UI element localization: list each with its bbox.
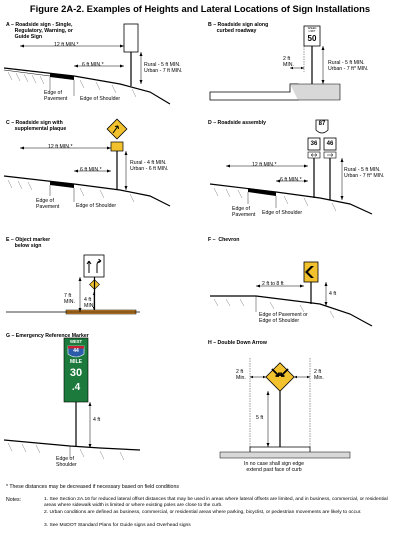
- panel-a-shoulder-offset: 6 ft MIN.*: [82, 62, 104, 68]
- marker-direction: WEST: [69, 339, 83, 344]
- panel-e-lower-height: 4 ft MIN.: [84, 297, 95, 309]
- interstate-shield: [67, 345, 85, 358]
- panel-c-shoulder-offset: 6 ft MIN.*: [80, 167, 102, 173]
- panel-c-caption: C – Roadside sign with supplemental plaq…: [6, 120, 67, 132]
- route-left-number: 36: [310, 141, 318, 147]
- note-1: 1. See Section 2A.16 for reduced lateral…: [44, 497, 388, 508]
- note-3: 3. See MoDOT Standard Plans for Guide si…: [44, 523, 191, 528]
- panel-d-diagram: [209, 119, 373, 215]
- footnote: * These distances may be decreased if ne…: [6, 484, 179, 490]
- panel-f-diagram: [210, 261, 373, 327]
- panel-h-caption: H – Double Down Arrow: [208, 340, 267, 346]
- panel-a-height-urban: Urban - 7 ft MIN.: [144, 68, 183, 74]
- panel-e-diagram: [6, 254, 140, 315]
- panel-c-offset: 12 ft MIN.*: [48, 144, 73, 150]
- panel-d-height-rural: Rural - 5 ft MIN.: [344, 167, 381, 173]
- panel-b-caption: B – Roadside sign along curbed roadway: [208, 22, 269, 34]
- route-top-number: 87: [318, 121, 326, 127]
- notes-label: Notes:: [6, 497, 21, 503]
- panel-c-height-rural: Rural - 4 ft MIN.: [130, 160, 167, 166]
- panel-f-caption: F – Chevron: [208, 237, 240, 243]
- panel-a-caption: A – Roadside sign - Single, Regulatory, …: [6, 22, 73, 40]
- route-shield-right: [323, 137, 337, 151]
- panel-c-diagram: [3, 118, 171, 207]
- panel-g-caption: G – Emergency Reference Marker: [6, 333, 89, 339]
- panel-f-edge: Edge of Pavement or Edge of Shoulder: [259, 312, 308, 324]
- panel-a-diagram: [3, 23, 172, 110]
- panel-g-height: 4 ft: [93, 417, 101, 423]
- panel-h-right-offset: 2 ft Min.: [314, 369, 324, 381]
- panel-e-upper-height: 7 ft MIN.: [64, 293, 75, 305]
- panel-g-diagram: [3, 337, 141, 461]
- panel-h-diagram: [219, 358, 351, 459]
- panel-d-edge-pavement: Edge of Pavement: [232, 206, 256, 218]
- note-2: 2. Urban conditions are defined as busin…: [44, 510, 362, 515]
- panel-c-edge-shoulder: Edge of Shoulder: [76, 203, 117, 209]
- panel-e-caption: E – Object marker below sign: [6, 237, 51, 249]
- route-shield-top: [315, 119, 329, 134]
- panel-h-left-offset: 2 ft Min.: [236, 369, 246, 381]
- panel-c-height-urban: Urban - 6 ft MIN.: [130, 166, 169, 172]
- panel-f-offset: 2 ft to 8 ft: [262, 281, 284, 287]
- panel-h-note: In no case shall sign edge extend past f…: [244, 461, 304, 473]
- route-right-number: 46: [326, 141, 334, 147]
- marker-tenth: .4: [71, 382, 81, 393]
- panel-d-shoulder-offset: 6 ft MIN.*: [280, 177, 302, 183]
- marker-mile: 30: [69, 367, 83, 379]
- figure-title: Figure 2A-2. Examples of Heights and Lat…: [29, 3, 371, 14]
- panel-d-edge-shoulder: Edge of Shoulder: [262, 210, 303, 216]
- panel-f-height: 4 ft: [329, 291, 337, 297]
- panel-b-diagram: [209, 25, 341, 101]
- marker-mile-word: MILE: [70, 359, 82, 365]
- panel-c-edge-pavement: Edge of Pavement: [36, 198, 60, 210]
- panel-b-height-urban: Urban - 7 ft* MIN.: [328, 66, 369, 72]
- marker-route: 44: [73, 348, 79, 354]
- panel-a-height-rural: Rural - 5 ft MIN.: [144, 62, 181, 68]
- panel-d-offset: 12 ft MIN.*: [252, 162, 277, 168]
- panel-a-offset: 12 ft MIN.*: [54, 42, 79, 48]
- panel-d-height-urban: Urban - 7 ft* MIN.: [344, 173, 385, 179]
- shoulder-hatch: [50, 73, 74, 80]
- panel-h-height: 5 ft: [256, 415, 264, 421]
- route-shield-left: [307, 137, 321, 151]
- panel-a-edge-shoulder: Edge of Shoulder: [80, 96, 121, 102]
- panel-a-edge-pavement: Edge of Pavement: [44, 90, 68, 102]
- panel-b-height-rural: Rural - 5 ft MIN.: [328, 60, 365, 66]
- panel-g-edge: Edge of Shoulder: [56, 456, 77, 468]
- speed-limit-value: 50: [307, 34, 317, 43]
- panel-b-offset: 2 ft MIN.: [283, 56, 294, 68]
- double-down-arrow-sign: [265, 362, 295, 392]
- panel-d-caption: D – Roadside assembly: [208, 120, 266, 126]
- warning-sign: [106, 118, 128, 140]
- speed-limit-text: SPEED LIMIT: [307, 27, 317, 33]
